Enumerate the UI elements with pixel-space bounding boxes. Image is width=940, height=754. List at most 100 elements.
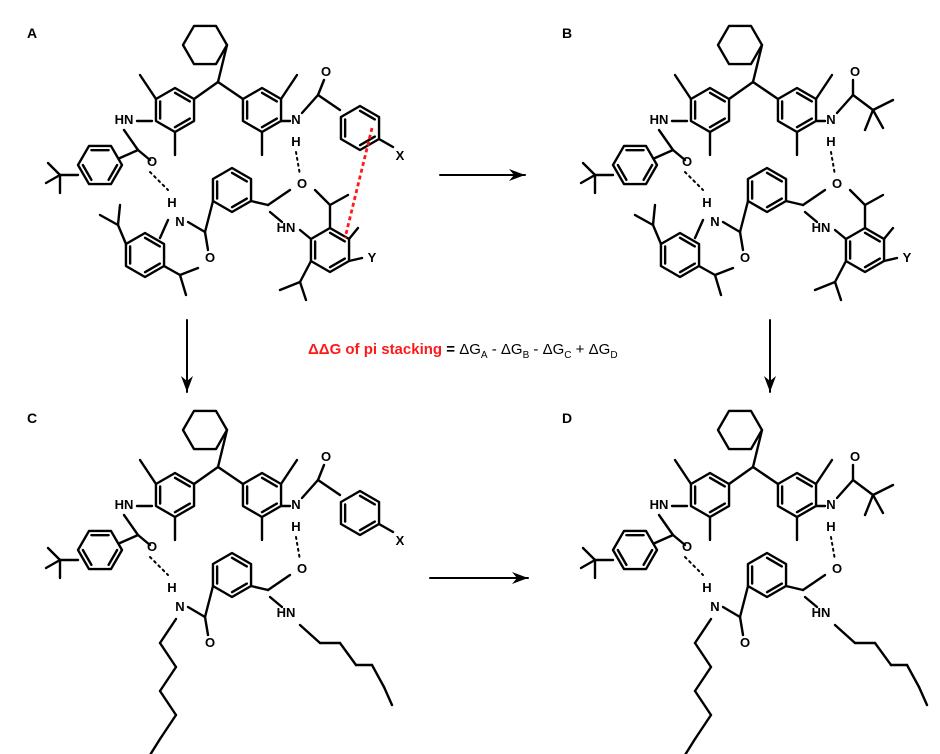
bond: [795, 91, 814, 103]
bond: [278, 280, 302, 292]
bond: [738, 615, 745, 637]
bond: [173, 117, 192, 129]
bond: [784, 584, 805, 592]
bond: [192, 80, 220, 101]
term-d: + ΔGD: [571, 341, 618, 361]
atom-o: O: [205, 250, 215, 265]
bond: [738, 230, 745, 252]
bond: [713, 266, 735, 277]
atom-n: N: [291, 112, 300, 127]
bond: [848, 188, 867, 207]
ring: [241, 86, 283, 134]
bond: [803, 595, 819, 609]
bond: [653, 148, 675, 160]
ring: [689, 86, 731, 134]
bond: [370, 663, 386, 689]
bond: [579, 558, 597, 570]
bond: [173, 502, 192, 514]
bond: [136, 533, 152, 547]
bond: [721, 220, 742, 234]
bond: [300, 478, 320, 500]
ring: [746, 166, 788, 214]
bond: [44, 558, 62, 570]
bond: [158, 218, 170, 240]
bond: [260, 91, 279, 103]
bond: [851, 478, 875, 497]
atom-hn: HN: [277, 605, 296, 620]
ring: [211, 166, 253, 214]
bond: [751, 80, 780, 101]
bond: [295, 151, 301, 176]
bond: [795, 476, 814, 488]
bond: [298, 623, 322, 645]
panel-label-a: A: [27, 25, 37, 41]
bond: [693, 713, 713, 741]
bond: [738, 584, 750, 619]
bond: [835, 93, 855, 115]
bond: [118, 533, 140, 545]
arrow-c-to-d: [429, 572, 529, 584]
atom-o: O: [740, 635, 750, 650]
atom-n: N: [175, 599, 184, 614]
bond: [765, 582, 784, 594]
bond: [46, 161, 62, 177]
atom-h: H: [826, 134, 835, 149]
bond: [203, 584, 215, 619]
atom-o: O: [682, 539, 692, 554]
atom-n: N: [826, 112, 835, 127]
bond: [708, 476, 727, 488]
atom-o: O: [321, 64, 331, 79]
bond: [814, 73, 834, 101]
bond: [338, 641, 358, 667]
bond: [173, 91, 192, 103]
bond: [684, 171, 704, 191]
bond: [833, 623, 857, 645]
bond: [871, 108, 885, 130]
ring: [339, 489, 381, 537]
bond: [708, 502, 727, 514]
bond: [863, 257, 882, 269]
atom-h: H: [167, 580, 176, 595]
atom-hn: HN: [812, 605, 831, 620]
bond: [343, 127, 374, 239]
atom-o: O: [850, 64, 860, 79]
bond: [708, 117, 727, 129]
bond: [684, 737, 697, 754]
atom-h: H: [826, 519, 835, 534]
bond: [203, 199, 215, 234]
bond: [149, 556, 169, 576]
term-a: ΔGA: [459, 341, 488, 361]
bond: [693, 665, 713, 693]
bond: [727, 465, 755, 486]
bond: [316, 78, 326, 97]
ring: [844, 226, 886, 274]
bond: [358, 109, 377, 121]
ring: [309, 226, 351, 274]
ring: [241, 471, 283, 519]
bond: [158, 689, 178, 717]
bond: [143, 262, 162, 274]
bond: [116, 203, 122, 227]
bond: [871, 98, 895, 112]
bond: [863, 193, 885, 207]
atom-o: O: [321, 449, 331, 464]
bond: [377, 522, 395, 534]
bond: [693, 689, 713, 717]
arrow-a-to-b: [439, 169, 526, 181]
bond: [882, 256, 899, 263]
ring: [76, 144, 124, 186]
bond: [765, 171, 784, 183]
bond: [863, 231, 882, 243]
bond: [642, 548, 654, 567]
bond: [260, 502, 279, 514]
arrow-head: [512, 572, 528, 584]
arrow-head: [181, 376, 193, 392]
bond: [216, 80, 245, 101]
bond: [347, 226, 360, 241]
atom-n: N: [710, 214, 719, 229]
bond: [186, 605, 207, 619]
bond: [377, 137, 395, 149]
bond: [81, 163, 93, 182]
atom-o: O: [297, 561, 307, 576]
